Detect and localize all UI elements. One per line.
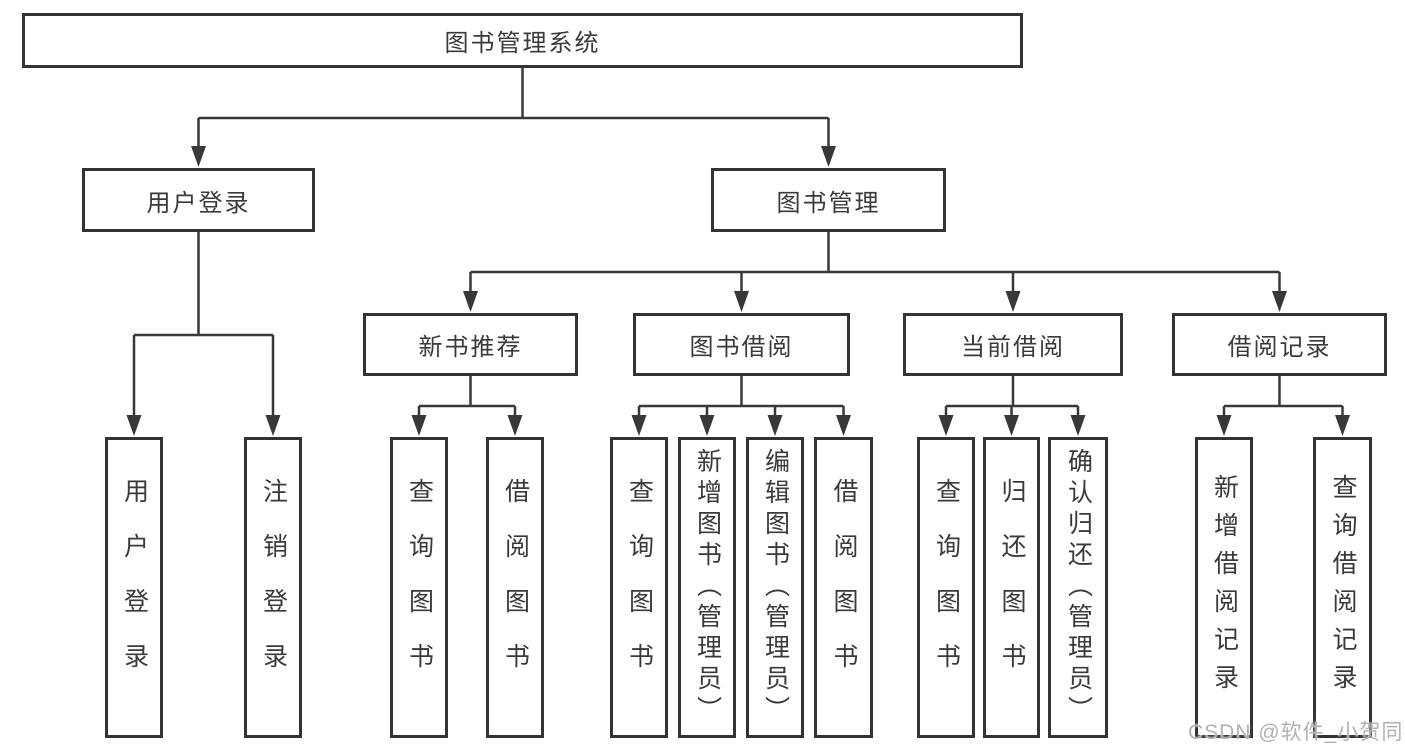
- arrowhead-icon: [463, 291, 478, 312]
- leaf-label: 借阅图书: [501, 477, 530, 698]
- arrowhead-icon: [191, 146, 206, 167]
- arrowhead-icon: [1070, 415, 1086, 436]
- arrowhead-icon: [507, 415, 523, 436]
- arrowhead-icon: [1004, 415, 1019, 436]
- arrowhead-icon: [1005, 291, 1021, 312]
- arrowhead-icon: [265, 415, 281, 436]
- leaf-query-books-2: 查询图书: [610, 437, 668, 738]
- leaf-logout: 注销登录: [244, 437, 302, 738]
- leaf-query-books-3: 查询图书: [917, 437, 975, 738]
- connector-bookmgmt-to-level3: [463, 232, 1287, 312]
- connector-userlogin-to-leaves: [126, 232, 281, 436]
- leaf-label: 用户登录: [120, 477, 149, 698]
- arrowhead-icon: [938, 415, 954, 436]
- arrowhead-icon: [631, 415, 647, 436]
- arrowhead-icon: [1335, 415, 1350, 436]
- leaf-label: 新增图书（管理员）: [693, 448, 722, 727]
- node-label: 用户登录: [146, 189, 251, 217]
- arrowhead-icon: [767, 415, 783, 436]
- leaf-label: 归还图书: [998, 477, 1026, 698]
- node-label: 借阅记录: [1227, 334, 1332, 361]
- arrowhead-icon: [1216, 415, 1232, 436]
- leaf-user-login: 用户登录: [105, 437, 163, 738]
- leaf-query-borrow-record: 查询借阅记录: [1313, 437, 1372, 738]
- arrowhead-icon: [126, 415, 142, 436]
- connector-borrowrecord-to-leaves: [1216, 376, 1350, 436]
- leaf-label: 查询图书: [932, 477, 961, 698]
- arrowhead-icon: [1272, 291, 1287, 312]
- node-label: 图书借阅: [689, 334, 794, 361]
- connector-newbook-to-leaves: [411, 376, 523, 436]
- leaf-label: 查询图书: [625, 477, 654, 698]
- node-current-borrowing: 当前借阅: [903, 313, 1123, 376]
- node-label: 图书管理系统: [444, 30, 601, 57]
- node-borrowing-records: 借阅记录: [1172, 313, 1387, 376]
- leaf-label: 查询借阅记录: [1329, 473, 1357, 702]
- leaf-confirm-return-admin: 确认归还（管理员）: [1048, 437, 1108, 738]
- arrowhead-icon: [411, 415, 427, 436]
- leaf-borrow-books-1: 借阅图书: [486, 437, 544, 738]
- node-label: 当前借阅: [961, 334, 1065, 361]
- leaf-label: 查询图书: [405, 477, 434, 698]
- arrowhead-icon: [836, 415, 851, 436]
- connector-root-to-level2: [191, 68, 836, 167]
- leaf-edit-book-admin: 编辑图书（管理员）: [746, 437, 804, 738]
- leaf-add-book-admin: 新增图书（管理员）: [678, 437, 736, 738]
- leaf-label: 编辑图书（管理员）: [761, 448, 790, 727]
- leaf-label: 借阅图书: [830, 477, 858, 698]
- arrowhead-icon: [821, 146, 836, 167]
- arrowhead-icon: [734, 291, 749, 312]
- connector-bookborrow-to-leaves: [631, 376, 851, 436]
- node-label: 新书推荐: [418, 334, 523, 361]
- leaf-return-book: 归还图书: [983, 437, 1040, 738]
- leaf-label: 新增借阅记录: [1210, 473, 1239, 702]
- arrowhead-icon: [699, 415, 715, 436]
- leaf-borrow-books-2: 借阅图书: [814, 437, 873, 738]
- node-user-login: 用户登录: [82, 168, 315, 232]
- leaf-label: 注销登录: [259, 477, 288, 698]
- node-label: 图书管理: [776, 189, 881, 217]
- leaf-query-books-1: 查询图书: [390, 437, 448, 738]
- node-book-management: 图书管理: [711, 168, 946, 232]
- connector-currentborrow-to-leaves: [938, 376, 1086, 436]
- leaf-label: 确认归还（管理员）: [1064, 448, 1093, 727]
- node-book-borrowing: 图书借阅: [633, 313, 850, 376]
- node-new-book-recommend: 新书推荐: [363, 313, 578, 376]
- leaf-add-borrow-record: 新增借阅记录: [1195, 437, 1253, 738]
- node-library-system: 图书管理系统: [22, 13, 1023, 68]
- csdn-watermark: CSDN @软件_小贺同学: [1188, 721, 1405, 744]
